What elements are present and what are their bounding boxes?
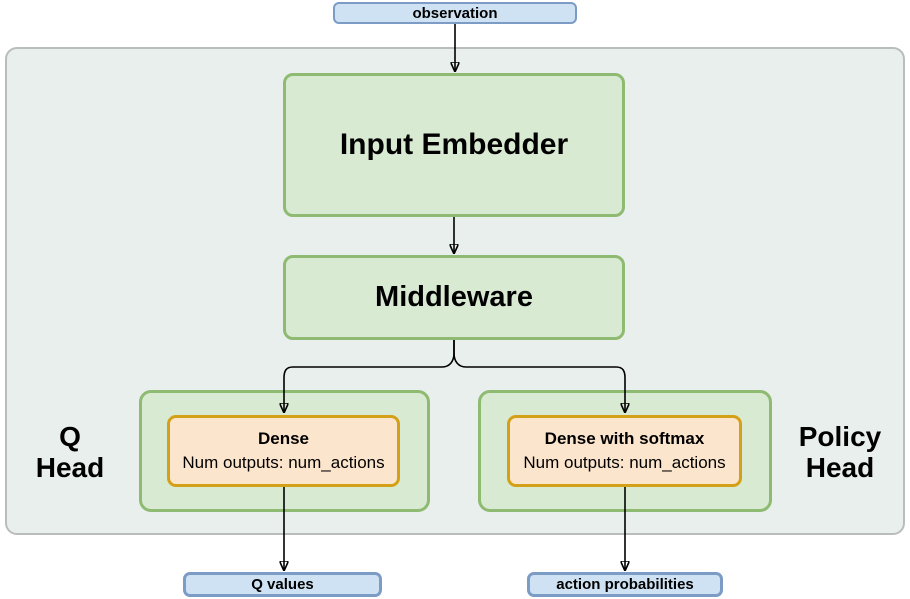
q-dense-node: Dense Num outputs: num_actions [167, 415, 400, 487]
action-probabilities-label: action probabilities [556, 576, 694, 593]
q-dense-subtitle: Num outputs: num_actions [182, 452, 385, 472]
input-embedder-label: Input Embedder [339, 128, 569, 161]
policy-head-label-line2: Head [805, 452, 875, 483]
observation-label: observation [412, 4, 498, 22]
policy-dense-node: Dense with softmax Num outputs: num_acti… [507, 415, 742, 487]
policy-head-label-line1: Policy [798, 421, 882, 452]
q-head-label-line2: Head [35, 452, 105, 483]
q-values-node: Q values [183, 572, 382, 597]
q-head-label: Q Head [10, 421, 130, 483]
q-head-label-line1: Q [59, 421, 81, 452]
policy-dense-title: Dense with softmax [544, 428, 705, 448]
middleware-node: Middleware [283, 255, 625, 340]
middleware-label: Middleware [375, 281, 533, 313]
input-embedder-node: Input Embedder [283, 73, 625, 217]
action-probabilities-node: action probabilities [527, 572, 723, 597]
q-dense-title: Dense [257, 428, 310, 448]
policy-head-label: Policy Head [780, 421, 900, 483]
observation-node: observation [333, 2, 577, 24]
policy-dense-subtitle: Num outputs: num_actions [523, 452, 726, 472]
q-values-label: Q values [251, 576, 314, 593]
